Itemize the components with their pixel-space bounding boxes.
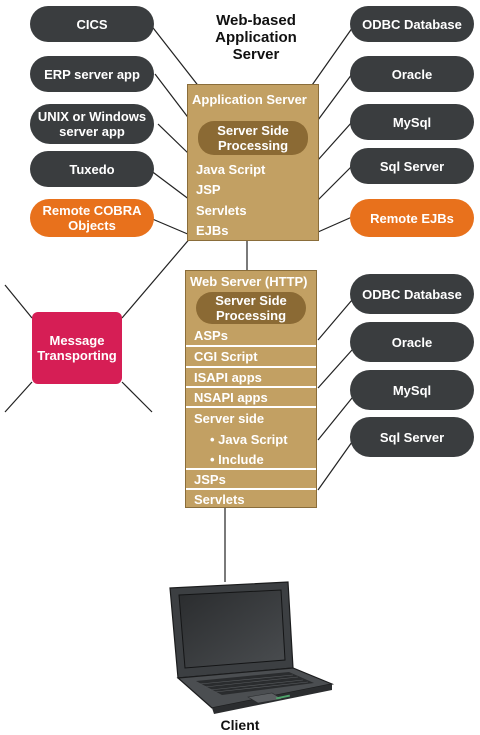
diagram-title: Web-based Application Server xyxy=(192,12,320,63)
line-unix xyxy=(157,123,191,156)
application-server-box: Application Server Server Side Processin… xyxy=(187,84,319,241)
web-server-box: Web Server (HTTP) Server Side Processing… xyxy=(185,270,317,508)
db-oracle-bottom: Oracle xyxy=(350,322,474,362)
source-unix-windows: UNIX or Windows server app xyxy=(30,104,154,144)
line-msg-ll xyxy=(4,381,33,413)
app-item-javascript: Java Script xyxy=(196,162,266,177)
line-odbc-bottom xyxy=(317,299,353,341)
web-separator xyxy=(186,468,316,470)
line-msg-app xyxy=(121,235,193,319)
web-separator xyxy=(186,386,316,388)
web-separator xyxy=(186,406,316,408)
remote-ejbs: Remote EJBs xyxy=(350,199,474,237)
web-item-servlets: Servlets xyxy=(194,492,245,507)
line-oracle-top xyxy=(317,73,353,121)
title-line-2: Application Server xyxy=(215,29,297,63)
web-item-asps: ASPs xyxy=(194,328,228,343)
line-mysql-bottom xyxy=(317,397,353,441)
source-cics: CICS xyxy=(30,6,154,42)
web-server-title: Web Server (HTTP) xyxy=(190,274,308,289)
source-tuxedo: Tuxedo xyxy=(30,151,154,187)
app-item-servlets: Servlets xyxy=(196,203,247,218)
line-cics xyxy=(149,23,201,89)
db-odbc-top: ODBC Database xyxy=(350,6,474,42)
line-cobra xyxy=(149,217,191,236)
line-odbc-top xyxy=(309,23,356,89)
message-transporting-box: Message Transporting xyxy=(32,312,122,384)
app-item-ejbs: EJBs xyxy=(196,223,229,238)
line-sql-top xyxy=(317,165,353,201)
web-item-cgi: CGI Script xyxy=(194,349,258,364)
db-odbc-bottom: ODBC Database xyxy=(350,274,474,314)
remote-cobra-objects: Remote COBRA Objects xyxy=(30,199,154,237)
laptop-icon xyxy=(169,581,335,714)
line-erp xyxy=(154,73,191,121)
source-erp: ERP server app xyxy=(30,56,154,92)
web-separator xyxy=(186,488,316,490)
line-msg-ul xyxy=(4,284,33,319)
web-item-isapi: ISAPI apps xyxy=(194,370,262,385)
app-server-processing: Server Side Processing xyxy=(198,121,308,155)
web-separator xyxy=(186,366,316,368)
web-item-server-side-include: • Include xyxy=(210,452,264,467)
db-oracle-top: Oracle xyxy=(350,56,474,92)
line-ejbs xyxy=(317,216,353,233)
title-line-1: Web-based xyxy=(216,12,296,29)
web-separator xyxy=(186,345,316,347)
line-mysql-top xyxy=(317,121,353,161)
db-sqlserver-bottom: Sql Server xyxy=(350,417,474,457)
db-sqlserver-top: Sql Server xyxy=(350,148,474,184)
line-oracle-bottom xyxy=(317,349,353,389)
app-item-jsp: JSP xyxy=(196,182,221,197)
web-item-server-side-javascript: • Java Script xyxy=(210,432,288,447)
client-label: Client xyxy=(220,717,260,733)
line-sql-bottom xyxy=(317,441,353,491)
web-item-jsps: JSPs xyxy=(194,472,226,487)
db-mysql-top: MySql xyxy=(350,104,474,140)
web-item-nsapi: NSAPI apps xyxy=(194,390,268,405)
web-server-processing: Server Side Processing xyxy=(196,292,306,324)
web-item-server-side: Server side xyxy=(194,411,265,426)
line-tuxedo xyxy=(149,169,191,201)
line-msg-lr xyxy=(121,381,153,413)
app-server-title: Application Server xyxy=(192,92,307,107)
db-mysql-bottom: MySql xyxy=(350,370,474,410)
